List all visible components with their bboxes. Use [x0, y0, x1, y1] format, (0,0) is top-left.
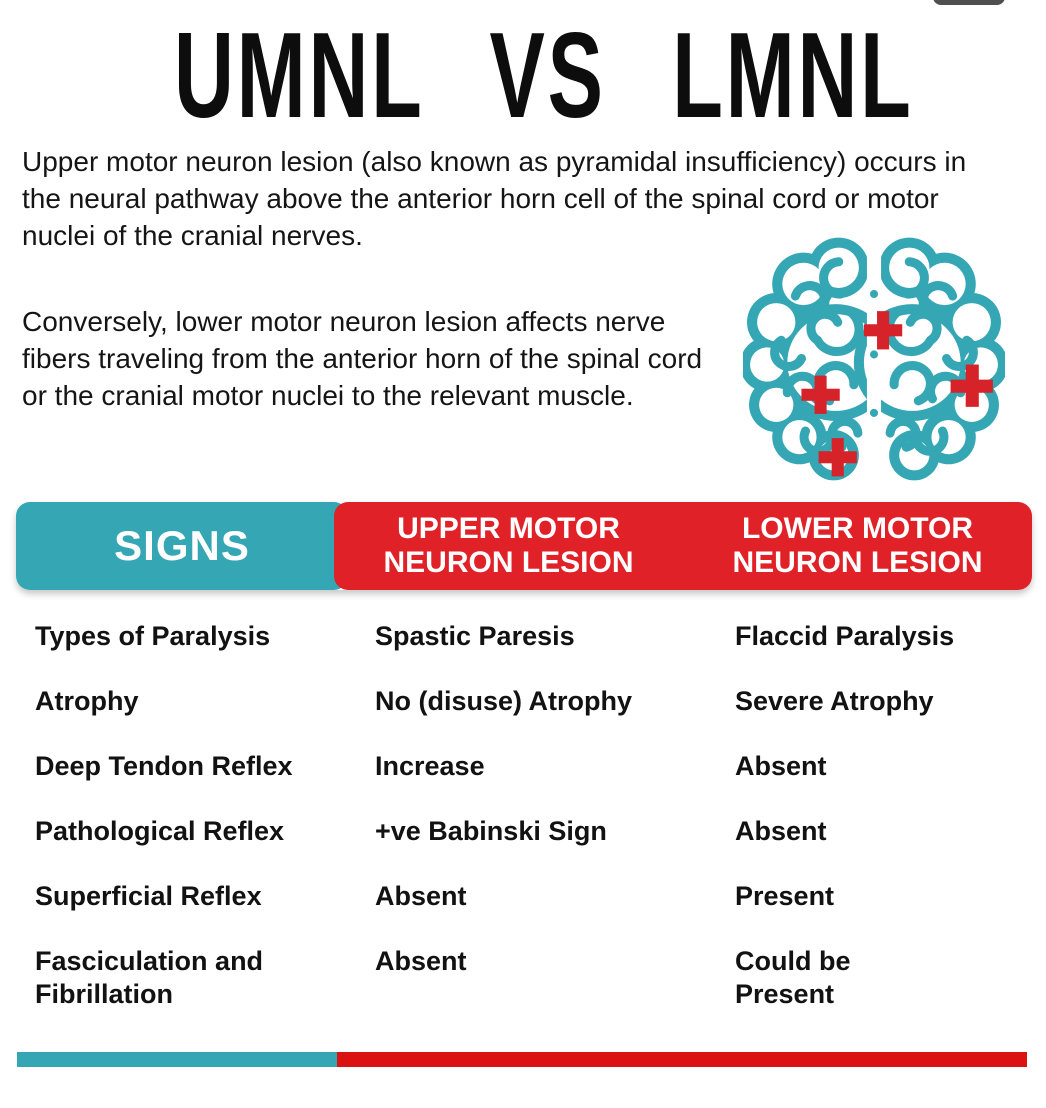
page-title: UMNL VS LMNL	[0, 14, 1046, 136]
umnl-cell: +ve Babinski Sign	[375, 816, 607, 846]
lmnl-cell: Could be Present	[735, 946, 851, 1009]
table-row: Superficial Reflex Absent Present	[0, 880, 1046, 913]
page-title-text: UMNL VS LMNL	[173, 7, 914, 143]
umnl-cell: No (disuse) Atrophy	[375, 686, 633, 716]
sign-cell: Types of Paralysis	[35, 621, 271, 651]
intro-paragraph-umnl: Upper motor neuron lesion (also known as…	[22, 146, 967, 251]
sign-cell: Fasciculation and Fibrillation	[35, 946, 264, 1009]
brain-illustration-svg	[743, 232, 1005, 487]
lmnl-cell: Absent	[735, 816, 827, 846]
divider-bar	[17, 1052, 1027, 1067]
umnl-cell: Absent	[375, 946, 467, 976]
sign-cell: Atrophy	[35, 686, 139, 716]
lmnl-cell: Severe Atrophy	[735, 686, 934, 716]
sign-cell: Deep Tendon Reflex	[35, 751, 293, 781]
table-row: Pathological Reflex +ve Babinski Sign Ab…	[0, 815, 1046, 848]
medical-cross-icon	[818, 438, 857, 477]
table-header-umnl: UPPER MOTOR NEURON LESION	[383, 512, 634, 579]
table-header: SIGNS UPPER MOTOR NEURON LESION LOWER MO…	[16, 502, 1032, 590]
table-row: Atrophy No (disuse) Atrophy Severe Atrop…	[0, 685, 1046, 718]
table-row: Types of Paralysis Spastic Paresis Flacc…	[0, 620, 1046, 653]
table-header-signs: SIGNS	[16, 502, 348, 590]
divider-bar-teal-segment	[17, 1052, 337, 1067]
medical-cross-icon	[863, 311, 903, 350]
medical-cross-icon	[950, 364, 993, 407]
table-header-lmnl: LOWER MOTOR NEURON LESION	[732, 512, 983, 579]
clipped-corner-element	[933, 0, 1005, 5]
umnl-cell: Increase	[375, 751, 485, 781]
umnl-cell: Absent	[375, 881, 467, 911]
brain-icon	[743, 232, 1005, 487]
divider-bar-red-segment	[337, 1052, 1027, 1067]
umnl-cell: Spastic Paresis	[375, 621, 575, 651]
comparison-table: Types of Paralysis Spastic Paresis Flacc…	[0, 620, 1046, 1043]
intro-paragraph-lmnl: Conversely, lower motor neuron lesion af…	[22, 306, 703, 411]
lmnl-cell: Present	[735, 881, 835, 911]
lmnl-cell: Flaccid Paralysis	[735, 621, 955, 651]
lmnl-cell: Absent	[735, 751, 827, 781]
table-row: Deep Tendon Reflex Increase Absent	[0, 750, 1046, 783]
table-row: Fasciculation and Fibrillation Absent Co…	[0, 945, 1046, 1011]
table-header-lesions: UPPER MOTOR NEURON LESION LOWER MOTOR NE…	[334, 502, 1032, 590]
medical-cross-icon	[801, 375, 840, 414]
sign-cell: Pathological Reflex	[35, 816, 285, 846]
sign-cell: Superficial Reflex	[35, 881, 262, 911]
